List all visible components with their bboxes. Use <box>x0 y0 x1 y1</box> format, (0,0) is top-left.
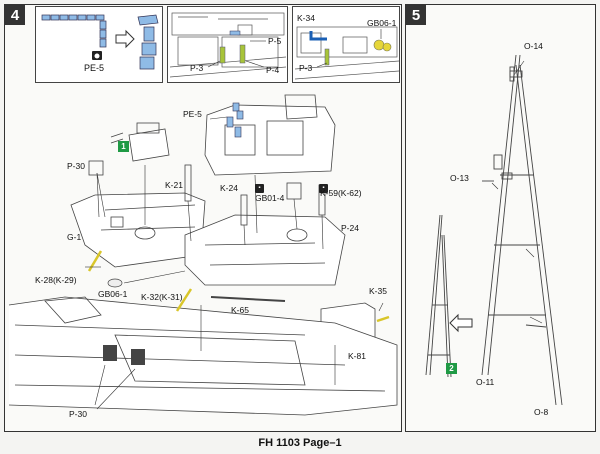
k59-badge-icon: ▪ <box>319 184 328 194</box>
pe5-assembly-illustration <box>41 14 159 70</box>
label-g1: G-1 <box>67 232 82 242</box>
step4-panel: 4 PE-5 <box>4 4 402 432</box>
label-k24: K-24 <box>220 183 238 193</box>
inset2-p3-label: P-3 <box>190 63 204 73</box>
inset2-p5-label: P-5 <box>268 36 282 46</box>
step4-green-badge: 1 <box>118 141 129 152</box>
label-pe5: PE-5 <box>183 109 202 119</box>
ship-exploded-diagram <box>8 94 398 416</box>
label-p30-top: P-30 <box>67 161 85 171</box>
label-p24: P-24 <box>341 223 359 233</box>
inset2-illustration <box>169 12 287 78</box>
label-k59: ▪ <box>317 183 328 194</box>
inset-k34-gb06: K-34 GB06-1 P-3 <box>292 6 400 83</box>
page-footer: FH 1103 Page–1 <box>258 437 342 449</box>
label-k21: K-21 <box>165 180 183 190</box>
label-o11: O-11 <box>476 377 495 387</box>
inset3-p3-label: P-3 <box>299 63 313 73</box>
step5-panel: 5 <box>405 4 596 432</box>
inset3-illustration <box>294 26 400 80</box>
label-gb061: GB06-1 <box>98 289 128 299</box>
inset-pe5: PE-5 <box>35 6 163 83</box>
inset-p5-p3-p4: P-5 P-3 P-4 <box>167 6 288 83</box>
label-o14: O-14 <box>524 41 543 51</box>
step4-number: 4 <box>5 5 25 25</box>
label-p30-bottom: P-30 <box>69 409 87 419</box>
inset2-p4-label: P-4 <box>266 65 280 75</box>
label-o8: O-8 <box>534 407 549 417</box>
inset3-gb061-label: GB06-1 <box>367 18 397 28</box>
label-gb014-text: GB01-4 <box>255 193 285 203</box>
label-k81: K-81 <box>348 351 366 361</box>
label-k59-text: K-59(K-62) <box>320 188 362 198</box>
gb014-badge-icon: ▪ <box>255 184 264 194</box>
step5-green-badge: 2 <box>446 363 457 374</box>
mast-assembly-diagram <box>425 54 563 406</box>
step5-number: 5 <box>406 5 426 25</box>
label-o13: O-13 <box>450 173 469 183</box>
label-k35: K-35 <box>369 286 387 296</box>
label-k28: K-28(K-29) <box>35 275 77 285</box>
label-k65: K-65 <box>231 305 249 315</box>
inset1-pe5-label: PE-5 <box>84 63 105 73</box>
inset3-k34-label: K-34 <box>297 13 315 23</box>
label-k32: K-32(K-31) <box>141 292 183 302</box>
label-gb014: ▪ <box>253 183 264 194</box>
